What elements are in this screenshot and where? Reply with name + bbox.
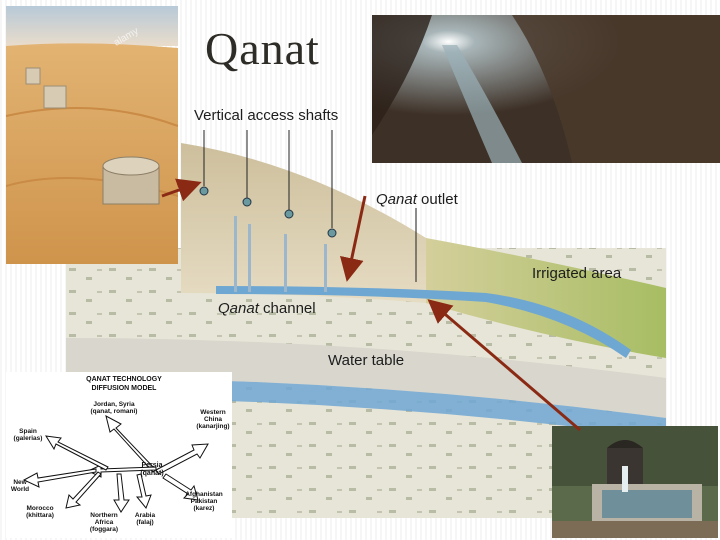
sand-layer	[181, 143, 426, 303]
shaft-4	[324, 244, 327, 292]
slide-title: Qanat	[205, 23, 320, 74]
shaft-1	[234, 216, 237, 292]
map-title-1: QANAT TECHNOLOGY	[86, 376, 162, 383]
node-persia-1: Persia	[141, 462, 162, 469]
node-nafrica-3: (foggara)	[90, 526, 118, 533]
node-china-1: Western	[200, 409, 226, 416]
qanat-outlet-photo	[552, 426, 718, 538]
channel-label: Qanat channel	[218, 300, 316, 317]
node-nafrica-1: Northern	[90, 512, 117, 519]
node-newworld-2: World	[11, 486, 29, 493]
node-nafrica-2: Africa	[95, 519, 114, 526]
node-morocco-1: Morocco	[26, 505, 53, 512]
shaft-2	[248, 224, 251, 292]
node-jordan-1: Jordan, Syria	[93, 401, 135, 408]
shaft-opening-4	[327, 228, 337, 238]
qanat-tunnel-photo	[372, 15, 720, 163]
shafts-label: Vertical access shafts	[194, 107, 338, 124]
qanat-channel-path	[216, 286, 631, 358]
irrigated-ground	[426, 238, 666, 358]
map-title-2: DIFFUSION MODEL	[92, 385, 158, 392]
water-table-label: Water table	[328, 352, 404, 369]
shaft-opening-2	[242, 197, 252, 207]
node-afghan-3: (karez)	[194, 505, 215, 512]
diffusion-map: QANAT TECHNOLOGY DIFFUSION MODEL Jordan,…	[6, 372, 232, 538]
node-arabia-2: (falaj)	[136, 519, 153, 526]
desert-shafts-photo: alamy	[6, 6, 178, 264]
arrow-desert-to-shaft	[161, 178, 202, 202]
node-afghan-1: Afghanistan	[185, 491, 223, 498]
outlet-label: Qanat outlet	[376, 191, 459, 208]
node-morocco-2: (khittara)	[26, 512, 54, 519]
node-newworld-1: New	[13, 479, 27, 486]
node-arabia-1: Arabia	[135, 512, 156, 519]
lower-band	[66, 338, 666, 418]
shaft-3	[284, 234, 287, 292]
node-jordan-2: (qanat, romani)	[91, 408, 138, 415]
node-spain-2: (galerias)	[14, 435, 43, 442]
node-spain-1: Spain	[19, 428, 37, 435]
node-china-3: (kanarjing)	[196, 423, 229, 430]
node-china-2: China	[204, 416, 222, 423]
node-afghan-2: Pakistan	[191, 498, 218, 505]
node-persia-2: (qanat)	[140, 470, 163, 477]
shaft-opening-3	[284, 209, 294, 219]
arrow-outlet-photo-to-outlet	[427, 299, 581, 432]
arrow-tunnel-to-channel	[340, 195, 367, 282]
irrigated-label: Irrigated area	[532, 265, 622, 282]
